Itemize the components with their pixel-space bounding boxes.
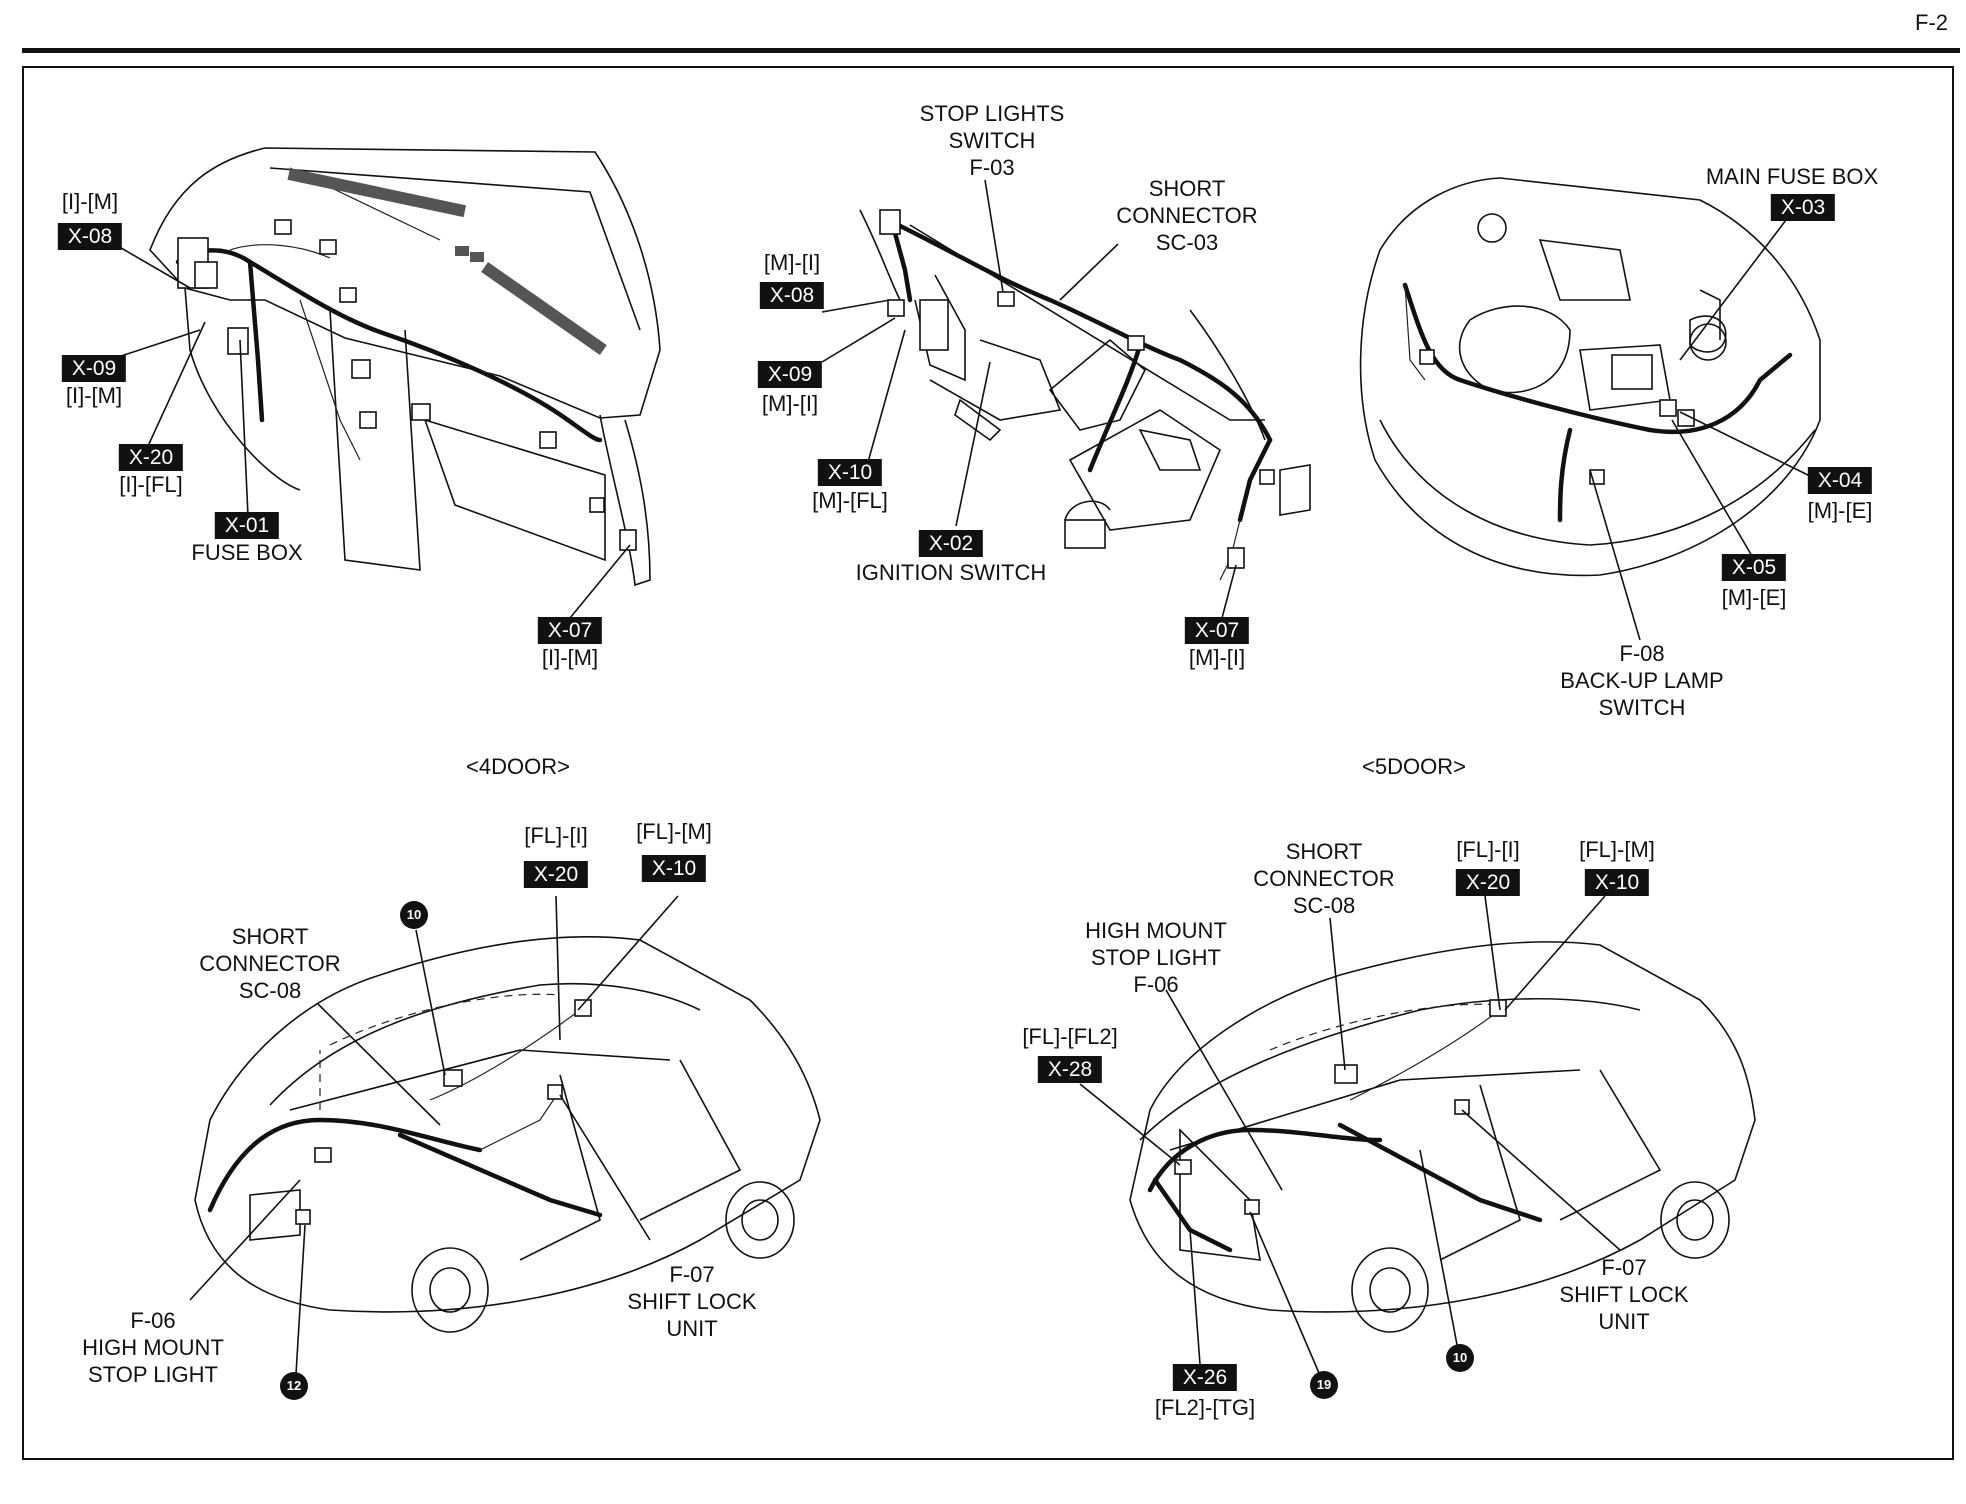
main-fuse-box-label: MAIN FUSE BOX (1705, 164, 1879, 189)
header-rule (22, 48, 1960, 53)
sa-x09-code: X-09 (757, 361, 823, 388)
body-4door-drawing (189, 895, 821, 1375)
b5-x10-code: X-10 (1584, 869, 1650, 896)
sa-x10-position: [M]-[FL] (812, 488, 888, 513)
ip-x09-position: [I]-[M] (65, 383, 123, 408)
b4-shift-lock-label-1: SHIFT LOCK (627, 1289, 757, 1314)
b5-shift-lock-label-2: UNIT (1598, 1309, 1650, 1334)
b4-shift-lock-code: F-07 (669, 1262, 715, 1287)
ip-x08-code: X-08 (57, 223, 123, 250)
sc03-label-1: SHORT (1148, 176, 1226, 201)
sa-x02-code: X-02 (918, 530, 984, 557)
instrument-panel-drawing (103, 147, 661, 619)
er-x05-position: [M]-[E] (1721, 585, 1787, 610)
backup-lamp-label-2: SWITCH (1598, 695, 1686, 720)
b5-sc08-label-2: CONNECTOR (1253, 866, 1395, 891)
sa-x07-position: [M]-[I] (1188, 645, 1246, 670)
backup-lamp-code: F-08 (1619, 641, 1665, 666)
ip-x20-position: [I]-[FL] (119, 472, 183, 497)
steering-area-drawing (821, 179, 1311, 619)
ground-point-10-4door: 10 (400, 901, 428, 929)
er-x04-code: X-04 (1807, 467, 1873, 494)
ip-x09-code: X-09 (61, 355, 127, 382)
ip-x20-code: X-20 (118, 444, 184, 471)
ignition-switch-label: IGNITION SWITCH (855, 560, 1047, 585)
ip-x07-position: [I]-[M] (541, 645, 599, 670)
ground-point-19: 19 (1310, 1371, 1338, 1399)
b5-shift-lock-label-1: SHIFT LOCK (1559, 1282, 1689, 1307)
b4-sc08-code: SC-08 (238, 978, 302, 1003)
sa-x10-code: X-10 (817, 459, 883, 486)
section-title-4door: <4DOOR> (466, 754, 570, 779)
b4-x20-position: [FL]-[I] (524, 823, 588, 848)
main-fuse-box-code: X-03 (1770, 194, 1836, 221)
b5-sc08-code: SC-08 (1292, 893, 1356, 918)
er-x05-code: X-05 (1721, 554, 1787, 581)
b4-high-mount-label-1: HIGH MOUNT (82, 1335, 224, 1360)
page-number: F-2 (1915, 10, 1948, 35)
stop-lights-switch-label-1: STOP LIGHTS (919, 101, 1065, 126)
b5-high-mount-code: F-06 (1133, 972, 1179, 997)
stop-lights-switch-label-2: SWITCH (948, 128, 1036, 153)
b5-shift-lock-code: F-07 (1601, 1255, 1647, 1280)
b5-high-mount-label-1: HIGH MOUNT (1085, 918, 1227, 943)
b4-x10-position: [FL]-[M] (636, 819, 712, 844)
ip-x01-code: X-01 (214, 512, 280, 539)
sa-x08-code: X-08 (759, 282, 825, 309)
b5-x28-code: X-28 (1037, 1056, 1103, 1083)
b5-x26-position: [FL2]-[TG] (1154, 1395, 1256, 1420)
body-5door-drawing (1079, 895, 1756, 1381)
b4-high-mount-code: F-06 (130, 1308, 176, 1333)
b5-high-mount-label-2: STOP LIGHT (1090, 945, 1222, 970)
b4-sc08-label-2: CONNECTOR (199, 951, 341, 976)
b4-x20-code: X-20 (523, 861, 589, 888)
b4-shift-lock-label-2: UNIT (666, 1316, 718, 1341)
ip-fuse-box-label: FUSE BOX (191, 540, 303, 565)
b5-x20-position: [FL]-[I] (1456, 837, 1520, 862)
b4-x10-code: X-10 (641, 855, 707, 882)
ground-point-10-5door: 10 (1446, 1344, 1474, 1372)
b5-sc08-label-1: SHORT (1285, 839, 1363, 864)
ip-x07-code: X-07 (537, 617, 603, 644)
b4-sc08-label-1: SHORT (231, 924, 309, 949)
sc03-label-2: CONNECTOR (1116, 203, 1258, 228)
b5-x20-code: X-20 (1455, 869, 1521, 896)
b4-high-mount-label-2: STOP LIGHT (87, 1362, 219, 1387)
sa-x07-code: X-07 (1184, 617, 1250, 644)
diagram-frame (22, 66, 1954, 1460)
b5-x10-position: [FL]-[M] (1579, 837, 1655, 862)
sa-x09-position: [M]-[I] (761, 391, 819, 416)
sa-x08-position: [M]-[I] (763, 250, 821, 275)
sc03-code: SC-03 (1155, 230, 1219, 255)
ip-x08-position: [I]-[M] (61, 189, 119, 214)
b5-x26-code: X-26 (1172, 1364, 1238, 1391)
er-x04-position: [M]-[E] (1807, 498, 1873, 523)
b5-x28-position: [FL]-[FL2] (1022, 1024, 1118, 1049)
engine-room-drawing (1359, 177, 1821, 641)
backup-lamp-label-1: BACK-UP LAMP (1560, 668, 1724, 693)
stop-lights-switch-code: F-03 (969, 155, 1015, 180)
ground-point-12: 12 (280, 1372, 308, 1400)
section-title-5door: <5DOOR> (1362, 754, 1466, 779)
